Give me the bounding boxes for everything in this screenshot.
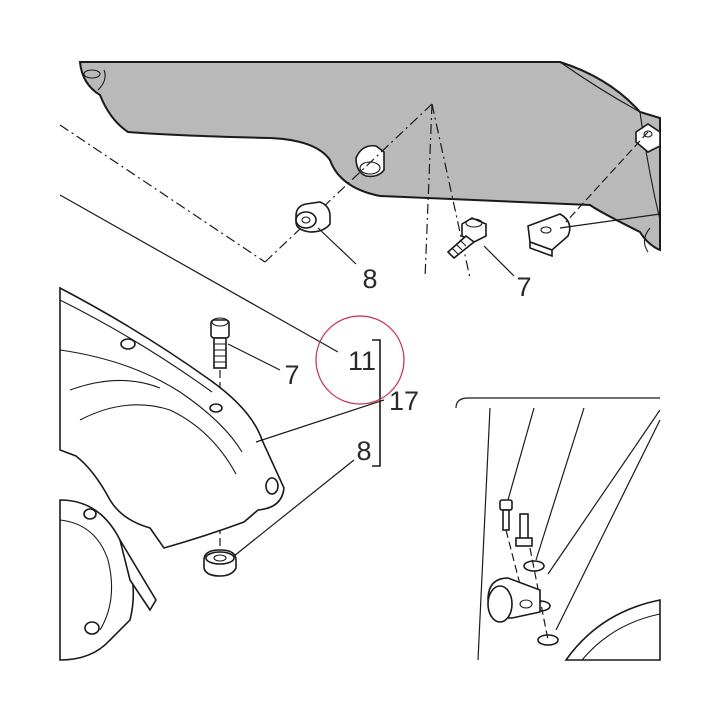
callout-8-top: 8 xyxy=(362,264,377,294)
grommet-part-8-top xyxy=(295,201,331,233)
panel-mount-tab xyxy=(635,123,661,153)
centerline-down-to-7 xyxy=(424,103,433,279)
lower-right-assembly xyxy=(455,397,661,661)
callout-7-top: 7 xyxy=(516,272,531,302)
centerline-clip-to-tab xyxy=(565,131,649,223)
leader-7-mid xyxy=(227,343,281,371)
bolt-part-7-mid xyxy=(210,317,230,369)
lower-left-fender xyxy=(59,286,285,661)
centerline-left-diagonal xyxy=(59,124,266,263)
leader-17 xyxy=(255,399,385,443)
leader-8-top xyxy=(317,227,357,265)
callout-8-mid: 8 xyxy=(356,436,371,466)
leader-clip xyxy=(559,213,661,229)
leader-line-11 xyxy=(59,194,339,353)
grommet-part-8-mid xyxy=(203,549,237,577)
group-bracket xyxy=(372,339,381,467)
centerline-left-return xyxy=(264,103,433,263)
leader-7-top xyxy=(483,245,515,277)
callout-17: 17 xyxy=(389,386,419,416)
bolt-part-7-top xyxy=(446,217,487,260)
bracket-clip xyxy=(527,213,571,258)
leader-8-mid xyxy=(233,459,355,557)
panel-grommet-boss xyxy=(355,144,385,178)
callout-7-mid: 7 xyxy=(284,360,299,390)
highlight-circle xyxy=(315,315,405,405)
callout-11: 11 xyxy=(348,346,376,376)
